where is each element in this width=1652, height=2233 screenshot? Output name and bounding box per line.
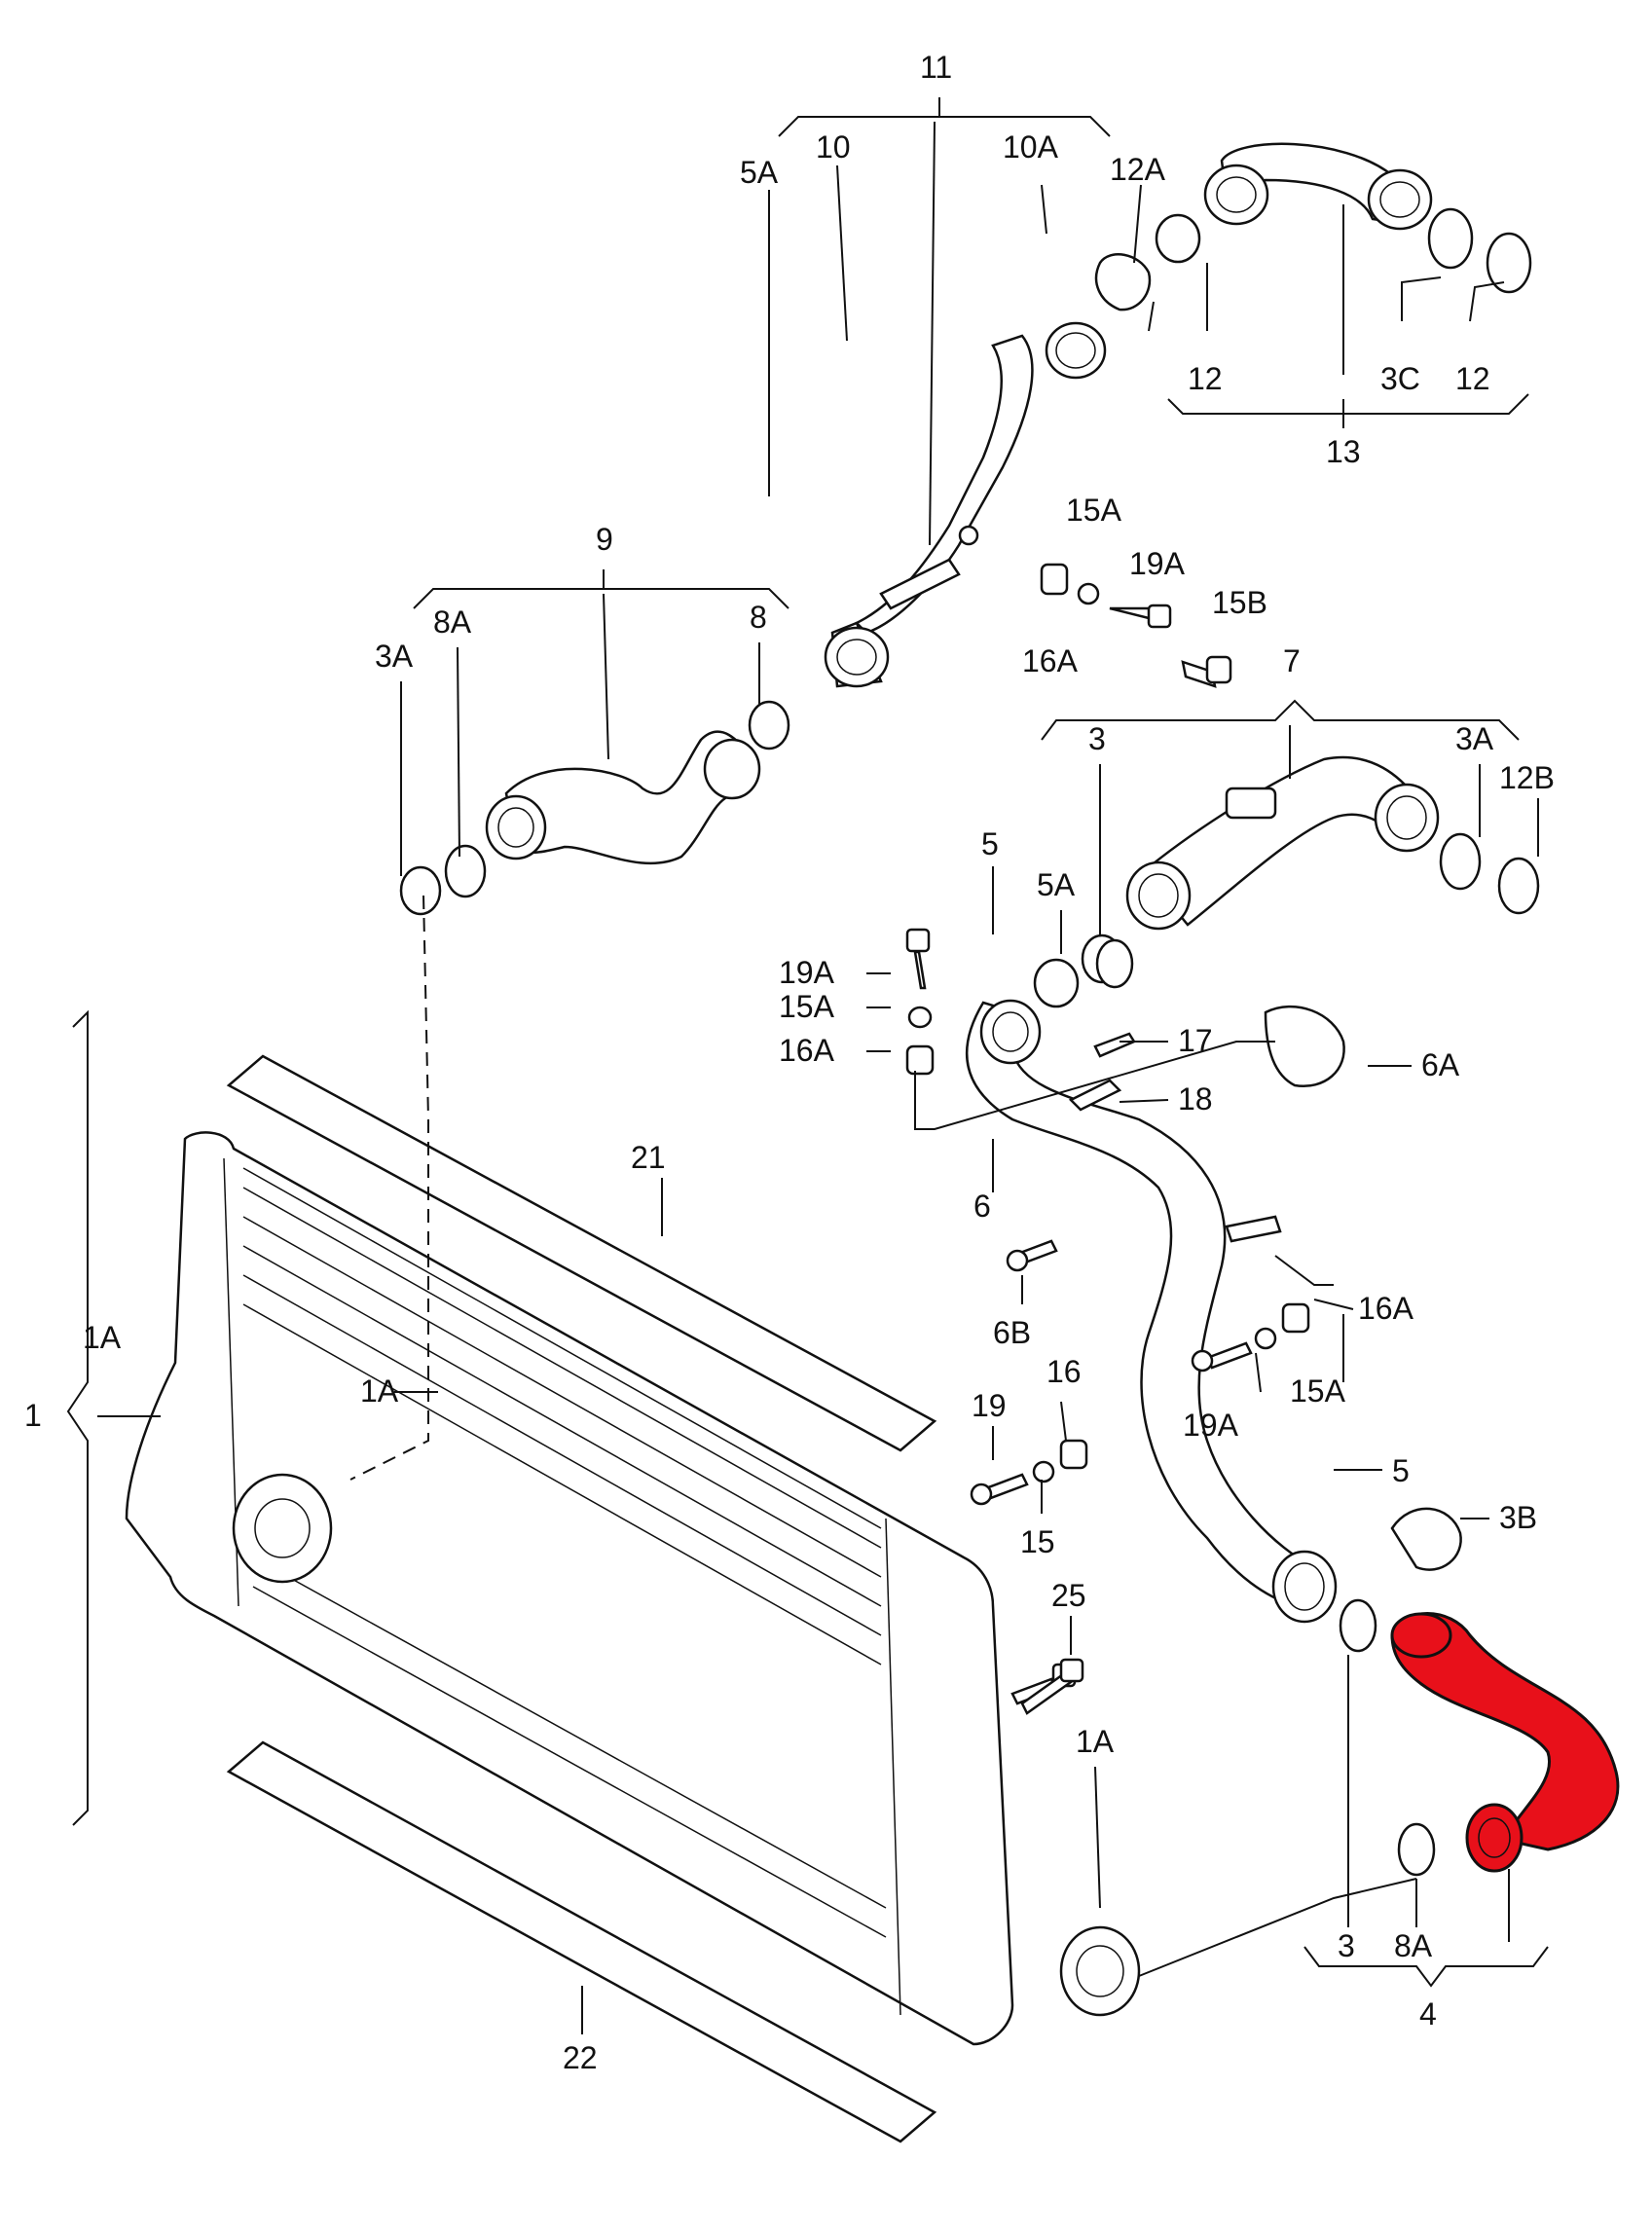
label-15A-right: 15A [1290,1373,1346,1409]
pipe-assembly-11 [824,321,1107,688]
label-16A-right: 16A [1358,1291,1414,1326]
hose-4-body [1390,1612,1620,1851]
label-22: 22 [563,2040,598,2075]
label-21: 21 [631,1140,666,1175]
label-16A-mid: 16A [779,1033,835,1068]
label-8A-low: 8A [1394,1928,1433,1963]
label-9: 9 [596,522,613,557]
label-17: 17 [1178,1023,1213,1058]
label-5-mid: 5 [981,826,999,861]
label-6: 6 [973,1189,991,1224]
leader-lines [66,97,1549,2034]
label-3-low: 3 [1338,1928,1355,1963]
label-6A: 6A [1421,1047,1460,1082]
bolt-25 [1020,1658,1084,1715]
label-19A-right: 19A [1183,1408,1239,1443]
label-19A-top: 19A [1129,546,1186,581]
rail-22 [226,1740,937,2143]
highlighted-hose-4 [1390,1612,1620,1877]
label-6B: 6B [993,1315,1031,1350]
hose-9 [399,700,790,916]
label-3A-right: 3A [1455,721,1494,756]
label-19A-mid: 19A [779,955,835,990]
label-12B: 12B [1499,760,1555,795]
label-8: 8 [750,600,767,635]
label-5A-mid: 5A [1037,867,1076,902]
label-5-low: 5 [1392,1453,1410,1488]
label-10A: 10A [1003,129,1059,165]
label-25: 25 [1051,1578,1086,1613]
label-3-mid: 3 [1088,721,1106,756]
label-18: 18 [1178,1081,1213,1116]
label-16A-top: 16A [1022,643,1079,678]
label-1A-left: 1A [360,1373,399,1409]
label-1: 1 [24,1398,42,1433]
label-13: 13 [1326,434,1361,469]
label-15B: 15B [1212,585,1267,620]
pipe-assembly-13 [1094,142,1532,311]
label-15A-top: 15A [1066,493,1122,528]
label-15: 15 [1020,1524,1055,1559]
label-10: 10 [816,129,851,165]
label-12-a: 12 [1188,361,1223,396]
pipe-7 [1081,755,1540,984]
label-1A-low: 1A [1076,1724,1115,1759]
label-7: 7 [1283,643,1301,678]
label-15A-mid: 15A [779,989,835,1024]
label-3B: 3B [1499,1500,1537,1535]
label-4: 4 [1419,1996,1437,2032]
label-19: 19 [972,1388,1007,1423]
label-16: 16 [1046,1354,1082,1389]
label-1A-brace: 1A [83,1320,122,1355]
label-12-b: 12 [1455,361,1490,396]
label-3C: 3C [1380,361,1420,396]
fastener-set-top [1040,563,1232,688]
label-11: 11 [920,50,952,85]
pipe-6 [965,938,1462,1653]
intercooler-1 [125,1131,1141,2046]
label-5A-top: 5A [740,155,779,190]
rail-21 [226,1054,937,1452]
label-12A: 12A [1110,152,1166,187]
label-8A-top: 8A [433,604,472,640]
label-3A-left: 3A [375,639,414,674]
callout-labels: 11 10 10A 12A 5A 12 3C 12 13 15A 19A 15B… [24,50,1555,2075]
